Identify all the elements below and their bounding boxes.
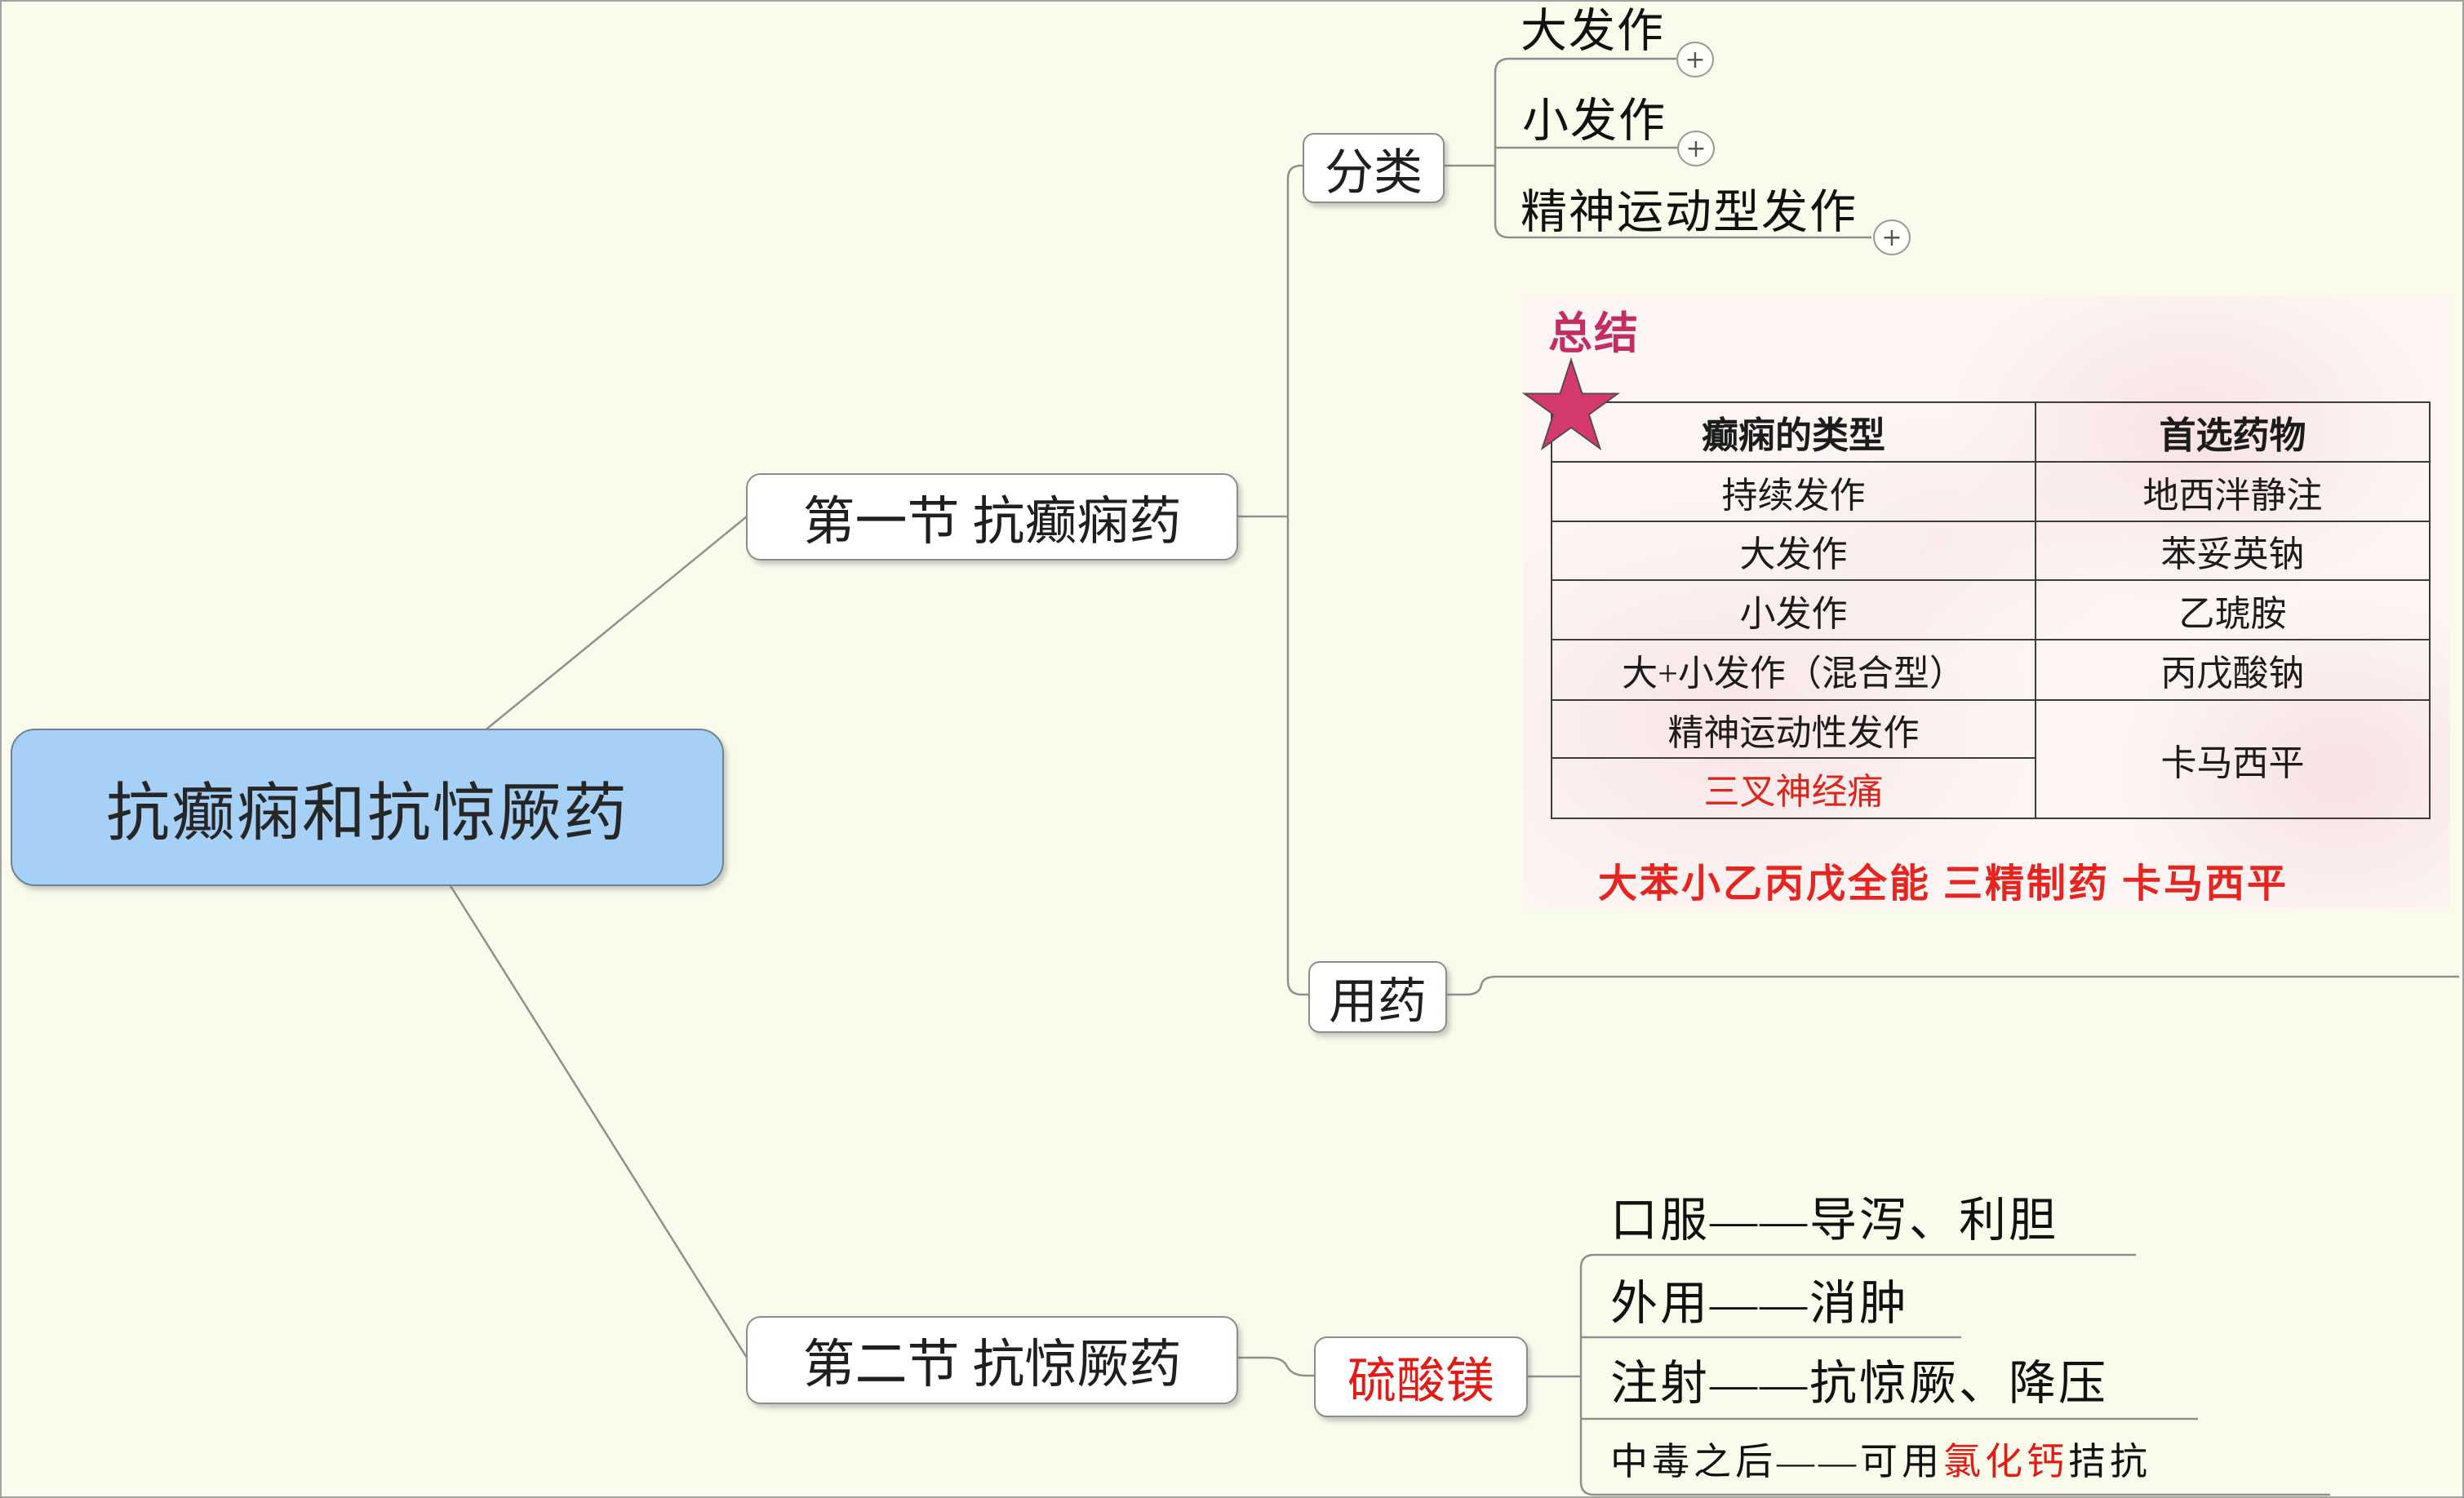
usage-poisoning-antidote[interactable]: 中毒之后——可用氯化钙拮抗 bbox=[1610, 1441, 2151, 1484]
cell-type-red: 三叉神经痛 bbox=[1551, 757, 2036, 819]
star-icon bbox=[1517, 353, 1625, 464]
table-row: 精神运动性发作 卡马西平 bbox=[1551, 699, 2431, 819]
table-row: 小发作 乙琥胺 bbox=[1551, 579, 2431, 640]
summary-heading: 总结 bbox=[1548, 308, 1640, 359]
poisoning-text-post: 拮抗 bbox=[2068, 1441, 2151, 1482]
root-topic[interactable]: 抗癫痫和抗惊厥药 bbox=[11, 729, 724, 886]
cell-type: 大发作 bbox=[1551, 521, 2036, 581]
cell-drug: 地西泮静注 bbox=[2035, 461, 2431, 522]
magnesium-sulfate-topic[interactable]: 硫酸镁 bbox=[1314, 1336, 1528, 1417]
connector-root-section1 bbox=[482, 516, 748, 733]
cell-drug: 乙琥胺 bbox=[2035, 579, 2431, 640]
table-row: 大+小发作（混合型） 丙戊酸钠 bbox=[1551, 639, 2431, 701]
cell-drug: 苯妥英钠 bbox=[2035, 521, 2431, 581]
branch-medication-image bbox=[1444, 975, 2459, 996]
medication-topic[interactable]: 用药 bbox=[1308, 961, 1447, 1033]
connector-root-section2 bbox=[446, 881, 748, 1358]
expand-icon[interactable]: + bbox=[1677, 131, 1715, 166]
cell-drug-merged: 卡马西平 bbox=[2035, 699, 2431, 819]
cell-type: 小发作 bbox=[1551, 579, 2036, 640]
cell-type: 大+小发作（混合型） bbox=[1551, 639, 2036, 701]
column-header: 首选药物 bbox=[2035, 401, 2431, 463]
usage-oral[interactable]: 口服——导泻、利胆 bbox=[1610, 1194, 2059, 1247]
column-header: 癫痫的类型 bbox=[1551, 401, 2036, 463]
table-row: 持续发作 地西泮静注 bbox=[1551, 461, 2431, 522]
classification-item-petit-mal[interactable]: 小发作 bbox=[1522, 95, 1667, 147]
classification-item-psychomotor[interactable]: 精神运动型发作 bbox=[1521, 187, 1858, 238]
classification-item-grand-mal[interactable]: 大发作 bbox=[1521, 6, 1665, 57]
cell-drug: 丙戊酸钠 bbox=[2035, 639, 2431, 701]
usage-topical[interactable]: 外用——消肿 bbox=[1610, 1277, 1910, 1330]
cell-type: 精神运动性发作 bbox=[1551, 699, 2036, 759]
expand-icon[interactable]: + bbox=[1873, 219, 1911, 255]
summary-image: 总结 癫痫的类型 首选药物 持续发作 地西泮静注 大发作 苯妥英钠 小发作 乙琥… bbox=[1521, 295, 2450, 908]
connector-section2-drug bbox=[1235, 1356, 1314, 1377]
bracket-section1 bbox=[1235, 164, 1308, 996]
table-row: 三叉神经痛 bbox=[1551, 757, 2430, 819]
cell-type: 持续发作 bbox=[1551, 461, 2036, 522]
expand-icon[interactable]: + bbox=[1676, 42, 1714, 78]
poisoning-antidote-highlight: 氯化钙 bbox=[1943, 1441, 2068, 1482]
table-header-row: 癫痫的类型 首选药物 bbox=[1551, 401, 2431, 463]
bracket-magnesium bbox=[1579, 1253, 2330, 1496]
section2-topic[interactable]: 第二节 抗惊厥药 bbox=[746, 1316, 1238, 1404]
section1-topic[interactable]: 第一节 抗癫痫药 bbox=[746, 473, 1238, 561]
epilepsy-drug-table: 癫痫的类型 首选药物 持续发作 地西泮静注 大发作 苯妥英钠 小发作 乙琥胺 大… bbox=[1551, 401, 2431, 819]
classification-topic[interactable]: 分类 bbox=[1303, 133, 1445, 203]
mnemonic-text: 大苯小乙丙戊全能 三精制药 卡马西平 bbox=[1598, 862, 2289, 906]
table-row: 大发作 苯妥英钠 bbox=[1551, 521, 2431, 581]
poisoning-text-pre: 中毒之后——可用 bbox=[1610, 1441, 1943, 1482]
usage-injection[interactable]: 注射——抗惊厥、降压 bbox=[1610, 1357, 2109, 1410]
